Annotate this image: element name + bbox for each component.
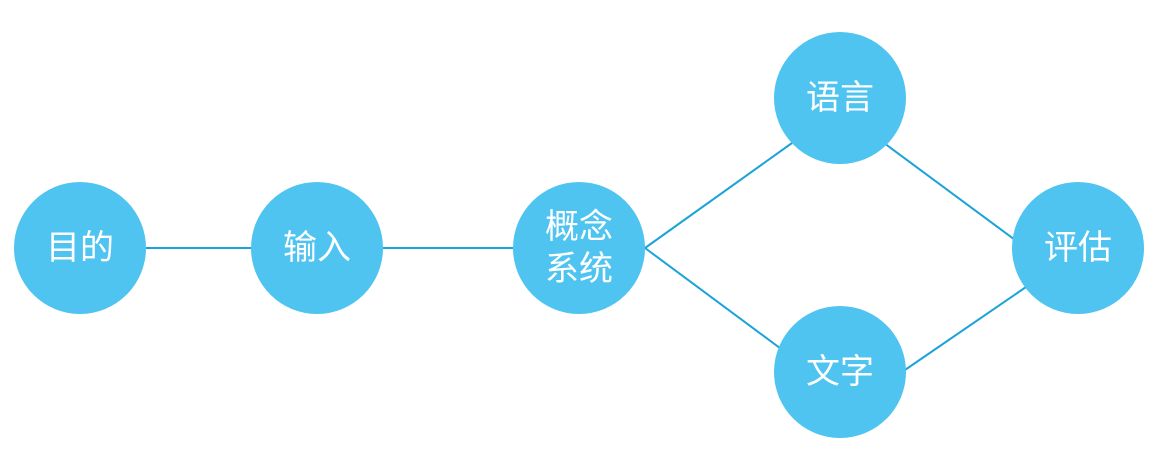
node-concept-label-line1: 概念 bbox=[545, 207, 613, 247]
node-input: 输入 bbox=[251, 182, 383, 314]
node-goal-label: 目的 bbox=[46, 228, 114, 268]
node-concept-label-line2: 系统 bbox=[545, 249, 613, 289]
node-language-label: 语言 bbox=[806, 78, 874, 118]
node-evaluation-label: 评估 bbox=[1044, 228, 1112, 268]
edge-language-evaluation bbox=[883, 142, 1027, 249]
edge-text-evaluation bbox=[901, 286, 1027, 373]
node-language: 语言 bbox=[774, 32, 906, 164]
node-concept-system: 概念 系统 bbox=[513, 182, 645, 314]
node-goal: 目的 bbox=[14, 182, 146, 314]
edge-concept-language bbox=[644, 142, 793, 249]
edge-concept-text bbox=[644, 247, 793, 358]
node-evaluation: 评估 bbox=[1012, 182, 1144, 314]
node-input-label: 输入 bbox=[283, 228, 351, 268]
node-text-label: 文字 bbox=[806, 352, 874, 392]
node-text: 文字 bbox=[774, 306, 906, 438]
